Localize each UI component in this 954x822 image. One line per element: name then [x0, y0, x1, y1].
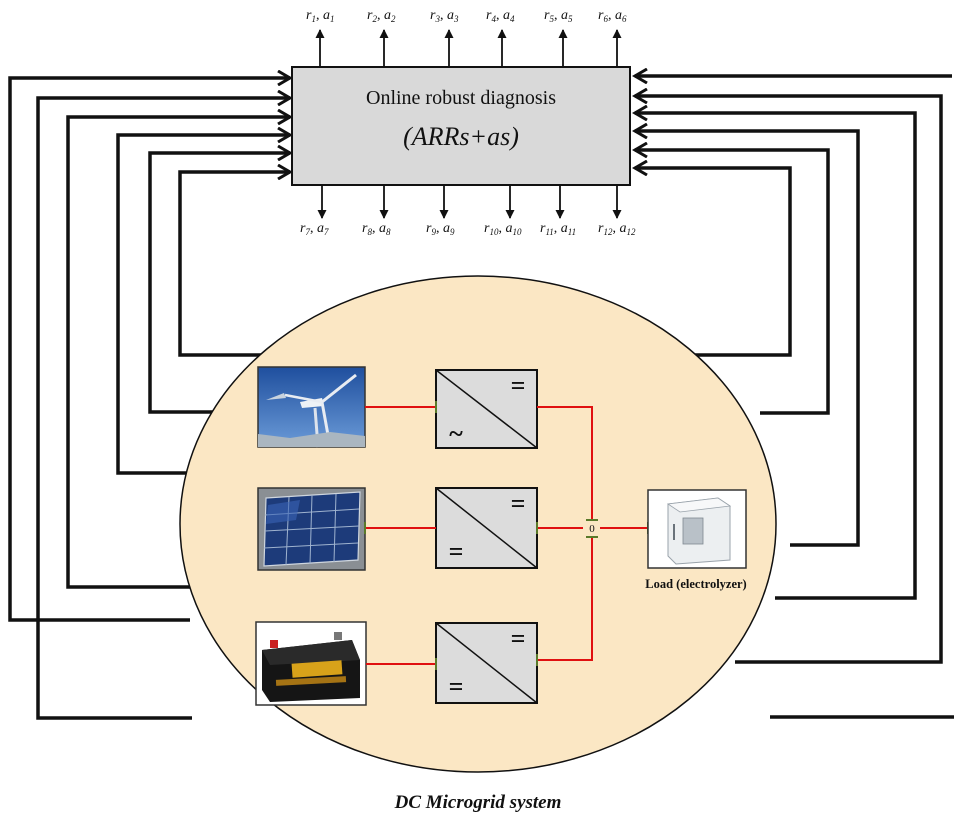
residual-label: r11, a11: [540, 221, 576, 237]
load-label: Load (electrolyzer): [645, 577, 746, 591]
residual-output: r10, a10: [484, 185, 522, 237]
residual-output: r3, a3: [430, 8, 459, 67]
residual-label: r8, a8: [362, 221, 391, 237]
battery-image: [255, 621, 367, 706]
residual-output: r7, a7: [300, 185, 329, 237]
feedback-line: [8, 78, 290, 622]
residual-label: r10, a10: [484, 221, 522, 237]
top-outputs: r1, a1 r2, a2 r3, a3 r4, a4 r5, a5: [306, 8, 627, 67]
residual-label: r2, a2: [367, 8, 396, 24]
residual-output: r6, a6: [598, 8, 627, 67]
feedback-line: [635, 168, 792, 357]
residual-output: r12, a12: [598, 185, 636, 237]
converter-input-symbol: ~: [449, 419, 463, 448]
residual-label: r7, a7: [300, 221, 329, 237]
residual-label: r6, a6: [598, 8, 627, 24]
residual-label: r4, a4: [486, 8, 515, 24]
junction-label: 0: [589, 523, 595, 535]
system-caption: DC Microgrid system: [394, 792, 562, 813]
diagnosis-block: Online robust diagnosis (ARRs+as): [291, 66, 631, 186]
feedback-line: [635, 113, 917, 600]
converter-output-symbol: =: [511, 371, 526, 400]
power-flow-lines: [364, 401, 649, 670]
converter-wind: = ~: [435, 369, 538, 449]
bottom-outputs: r7, a7 r8, a8 r9, a9 r10, a10 r11, a11: [300, 185, 636, 237]
residual-output: r2, a2: [367, 8, 396, 67]
feedback-line: [178, 172, 290, 357]
feedback-line: [635, 131, 860, 547]
wind-turbine-image: [257, 366, 366, 448]
feedback-line: [635, 150, 830, 415]
residual-output: r1, a1: [306, 8, 334, 67]
feedback-line: [635, 96, 943, 664]
converter-output-symbol: =: [511, 624, 526, 653]
diagnosis-subtitle: (ARRs+as): [403, 122, 519, 151]
residual-output: r4, a4: [486, 8, 515, 67]
feedback-lines-right: [635, 76, 954, 719]
residual-output: r5, a5: [544, 8, 573, 67]
residual-label: r5, a5: [544, 8, 573, 24]
diagnosis-title: Online robust diagnosis: [366, 87, 556, 109]
residual-label: r3, a3: [430, 8, 459, 24]
feedback-line: [36, 98, 290, 720]
converter-output-symbol: =: [511, 489, 526, 518]
electrolyzer-image: [647, 489, 747, 569]
residual-output: r8, a8: [362, 185, 391, 237]
residual-label: r9, a9: [426, 221, 455, 237]
solar-panel-image: [257, 487, 366, 571]
residual-label: r1, a1: [306, 8, 334, 24]
converter-input-symbol: =: [449, 537, 464, 566]
converter-solar: = =: [435, 487, 538, 569]
diagnosis-box: [291, 66, 631, 186]
feedback-line: [148, 153, 290, 414]
converter-input-symbol: =: [449, 672, 464, 701]
wind-converter-to-junction: [537, 406, 593, 520]
feedback-line: [66, 117, 290, 589]
residual-output: r11, a11: [540, 185, 576, 237]
converter-battery: = =: [435, 622, 538, 704]
residual-label: r12, a12: [598, 221, 636, 237]
residual-output: r9, a9: [426, 185, 455, 237]
battery-converter-to-junction: [537, 537, 593, 661]
